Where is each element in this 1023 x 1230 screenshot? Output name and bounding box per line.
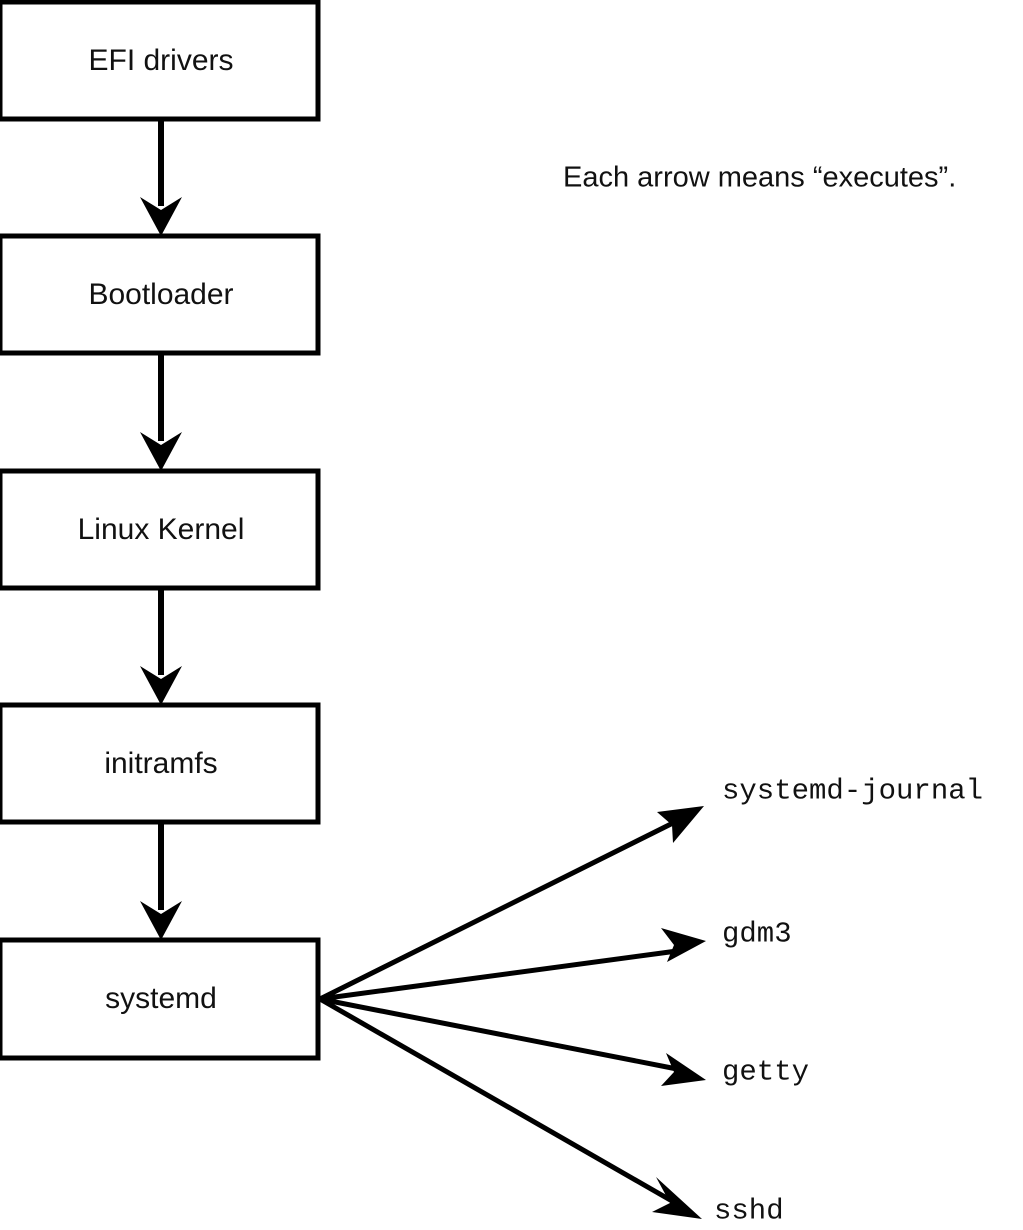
node-box-bootloader[interactable] (0, 233, 321, 356)
node-box-initramfs[interactable] (0, 702, 321, 825)
arrowhead-kernel-to-initramfs (140, 666, 182, 705)
arrowhead-sshd (652, 1177, 702, 1219)
leaf-label-sshd: sshd (714, 1195, 784, 1228)
node-label-efi-drivers: EFI drivers (88, 44, 233, 77)
leaf-label-gdm3: gdm3 (722, 918, 792, 951)
node-systemd[interactable]: systemd (0, 937, 321, 1061)
arrowhead-efi-to-bootloader (140, 197, 182, 236)
node-initramfs[interactable]: initramfs (0, 702, 321, 825)
arrowhead-gdm3 (661, 928, 706, 962)
node-label-systemd: systemd (105, 982, 217, 1015)
fan-line-gdm3 (319, 948, 678, 1002)
node-bootloader[interactable]: Bootloader (0, 233, 321, 356)
arrowhead-getty (661, 1053, 706, 1086)
fan-line-sshd (318, 996, 674, 1204)
node-label-linux-kernel: Linux Kernel (78, 513, 245, 546)
node-label-initramfs: initramfs (104, 747, 217, 780)
node-efi-drivers[interactable]: EFI drivers (0, 0, 321, 122)
fanout-arrow-group (318, 806, 706, 1219)
legend-note: Each arrow means “executes”. (563, 162, 956, 194)
node-box-efi-drivers[interactable] (0, 0, 321, 122)
node-linux-kernel[interactable]: Linux Kernel (0, 468, 321, 591)
leaf-label-systemd-journal: systemd-journal (722, 775, 983, 808)
node-box-systemd[interactable] (0, 937, 321, 1061)
chain-arrow-group (140, 119, 182, 940)
node-box-linux-kernel[interactable] (0, 468, 321, 591)
fan-line-getty (319, 996, 678, 1072)
arrowhead-systemd-journal (657, 806, 704, 843)
fan-line-systemd-journal (318, 820, 675, 1002)
arrowhead-initramfs-to-systemd (140, 901, 182, 940)
leaf-label-getty: getty (722, 1056, 809, 1089)
arrowhead-bootloader-to-kernel (140, 432, 182, 471)
node-label-bootloader: Bootloader (88, 278, 233, 311)
